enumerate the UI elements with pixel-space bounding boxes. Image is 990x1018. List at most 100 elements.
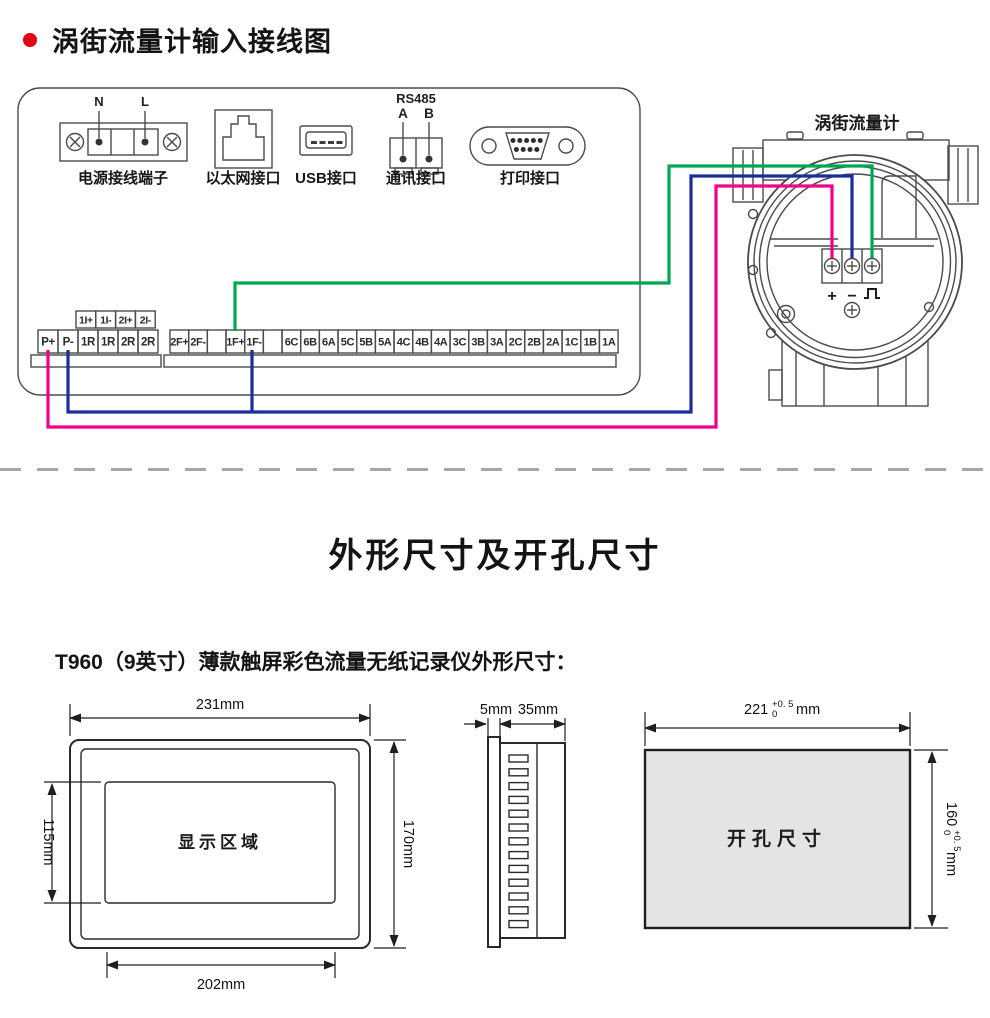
terminal-dot-n: [95, 138, 103, 146]
usb-port: USB接口: [295, 125, 357, 187]
terminal-cell-label: 1I-: [100, 315, 112, 327]
terminal-cell-label: 3B: [471, 337, 485, 349]
housing-circle: [747, 154, 963, 370]
terminal-cell-label: 2B: [527, 337, 541, 349]
display-area-label: 显示区域: [178, 832, 262, 852]
terminal-cell-label: 4B: [415, 337, 429, 349]
front-view: 显示区域 231mm 170mm 115mm 202mm: [40, 697, 416, 993]
terminal-cell: [598, 329, 619, 354]
vent-slot: [508, 919, 529, 929]
terminal-cell-label: 3A: [490, 337, 504, 349]
cutout-view: 开孔尺寸 221 +0. 5 0 mm 160 +0. 5 0 mm: [643, 699, 962, 930]
terminal-cell: [134, 310, 156, 329]
vent-slot: [508, 795, 529, 805]
side-view: 5mm 35mm: [464, 702, 566, 948]
terminal-cell-label: P+: [41, 337, 55, 349]
vent-slot: [508, 878, 529, 887]
terminal-cell-label: 1F-: [246, 337, 262, 349]
power-terminal: N L 电源接线端子: [59, 94, 188, 187]
ethernet-port: 以太网接口: [205, 109, 281, 187]
printer-port: 打印接口: [469, 126, 586, 187]
dim-front-height: 170mm: [400, 820, 416, 868]
terminal-cell-label: 3C: [453, 337, 467, 349]
screw-icon: [65, 132, 85, 152]
display-area: [104, 781, 336, 904]
pin-label-l: L: [141, 94, 149, 109]
terminal-screw-plus: [823, 257, 841, 275]
cutout-width-tol-lower: 0: [772, 709, 777, 720]
terminal-screw-minus: [843, 257, 861, 275]
terminal-cell-label: P-: [63, 337, 74, 349]
strip-base-left: [30, 354, 162, 368]
terminal-cell-label: 2F-: [190, 337, 206, 349]
cutout-height-tol-upper: +0. 5: [951, 830, 962, 851]
cutout-height-unit: mm: [943, 852, 959, 876]
dim-display-height: 115mm: [40, 818, 56, 865]
conduit-right: [947, 145, 979, 205]
power-terminal-label: 电源接线端子: [78, 169, 168, 187]
bullet-icon: [23, 32, 37, 47]
vent-slot: [508, 823, 529, 832]
vent-slot: [508, 754, 529, 763]
dimension-drawings: 显示区域 231mm 170mm 115mm 202mm 5mm 35mm: [40, 697, 962, 993]
pin-label-b: B: [424, 106, 434, 121]
flowmeter-terminal-block: + −: [821, 248, 883, 305]
terminal-screw-pulse: [863, 257, 881, 275]
terminal-cell-label: 2I-: [140, 315, 152, 327]
vent-slot: [508, 768, 529, 777]
cutout-width-value: 221: [744, 702, 768, 718]
terminal-cell-label: 1R: [101, 337, 116, 349]
recorder-rear-panel: [17, 87, 641, 396]
cutout-width-tol-upper: +0. 5: [772, 699, 793, 710]
usb-icon: [305, 131, 347, 149]
vent-slot: [508, 781, 529, 791]
terminal-cell-label: 2R: [141, 337, 156, 349]
terminal-cell: [206, 329, 227, 354]
terminal-dot-a: [399, 155, 407, 163]
screw-icon: [843, 301, 861, 319]
vent-slot: [508, 892, 529, 901]
cutout-width-unit: mm: [796, 702, 820, 718]
terminal-cell-label: 2I+: [119, 315, 133, 327]
terminal-strip-small: 1I+1I-2I+2I-: [75, 310, 156, 329]
dim-side-bezel: 5mm: [480, 702, 512, 718]
terminal-cell-label: 4C: [397, 337, 411, 349]
terminal-cell-label: 5B: [359, 337, 373, 349]
vent-slot: [508, 864, 529, 874]
comm-port: RS485 A B 通讯接口: [386, 91, 446, 187]
terminal-cell-label: 2R: [121, 337, 136, 349]
db9-icon: [505, 132, 550, 160]
section-subtitle: T960（9英寸）薄款触屏彩色流量无纸记录仪外形尺寸：: [55, 651, 577, 674]
terminal-cell-label: 1R: [81, 337, 96, 349]
vent-slot: [508, 837, 529, 846]
cutout-label: 开孔尺寸: [727, 827, 827, 850]
dim-cutout-width: 221 +0. 5 0 mm: [744, 699, 820, 720]
db9-screw-hole: [481, 138, 497, 154]
terminal-cell-label: 2A: [546, 337, 560, 349]
terminal-cell-label: 1B: [583, 337, 597, 349]
vent-slot: [508, 906, 529, 915]
terminal-cell-label: 5A: [378, 337, 392, 349]
wire-common-blue: [66, 174, 854, 414]
terminal-cell-label: 5C: [341, 337, 355, 349]
dashed-separator: [0, 468, 990, 471]
terminal-strip-left: P+ P- 1R 1R 2R 2R: [37, 329, 159, 354]
terminal-cell-label: 2F+: [170, 337, 188, 349]
page-title: 涡街流量计输入接线图: [52, 27, 332, 57]
printer-label: 打印接口: [500, 169, 560, 187]
terminal-cell-label: 2C: [509, 337, 523, 349]
comm-label: 通讯接口: [386, 169, 446, 187]
terminal-cell-label: 4A: [434, 337, 448, 349]
terminal-cell: [262, 329, 283, 354]
terminal-cell-label: 1C: [565, 337, 579, 349]
dim-cutout-height: 160 +0. 5 0 mm: [941, 802, 962, 876]
terminal-label-minus: −: [847, 288, 856, 305]
db9-screw-hole: [558, 138, 574, 154]
section-title: 外形尺寸及开孔尺寸: [328, 537, 662, 575]
vent-slot: [508, 809, 529, 818]
wiring-diagram: N L 电源接线端子 以太网接口 USB接口 RS485 A B 通讯接口: [17, 87, 979, 429]
flowmeter: + − 涡街流量计: [732, 113, 979, 407]
terminal-cell-label: 6C: [285, 337, 299, 349]
terminal-cell: [137, 329, 159, 354]
